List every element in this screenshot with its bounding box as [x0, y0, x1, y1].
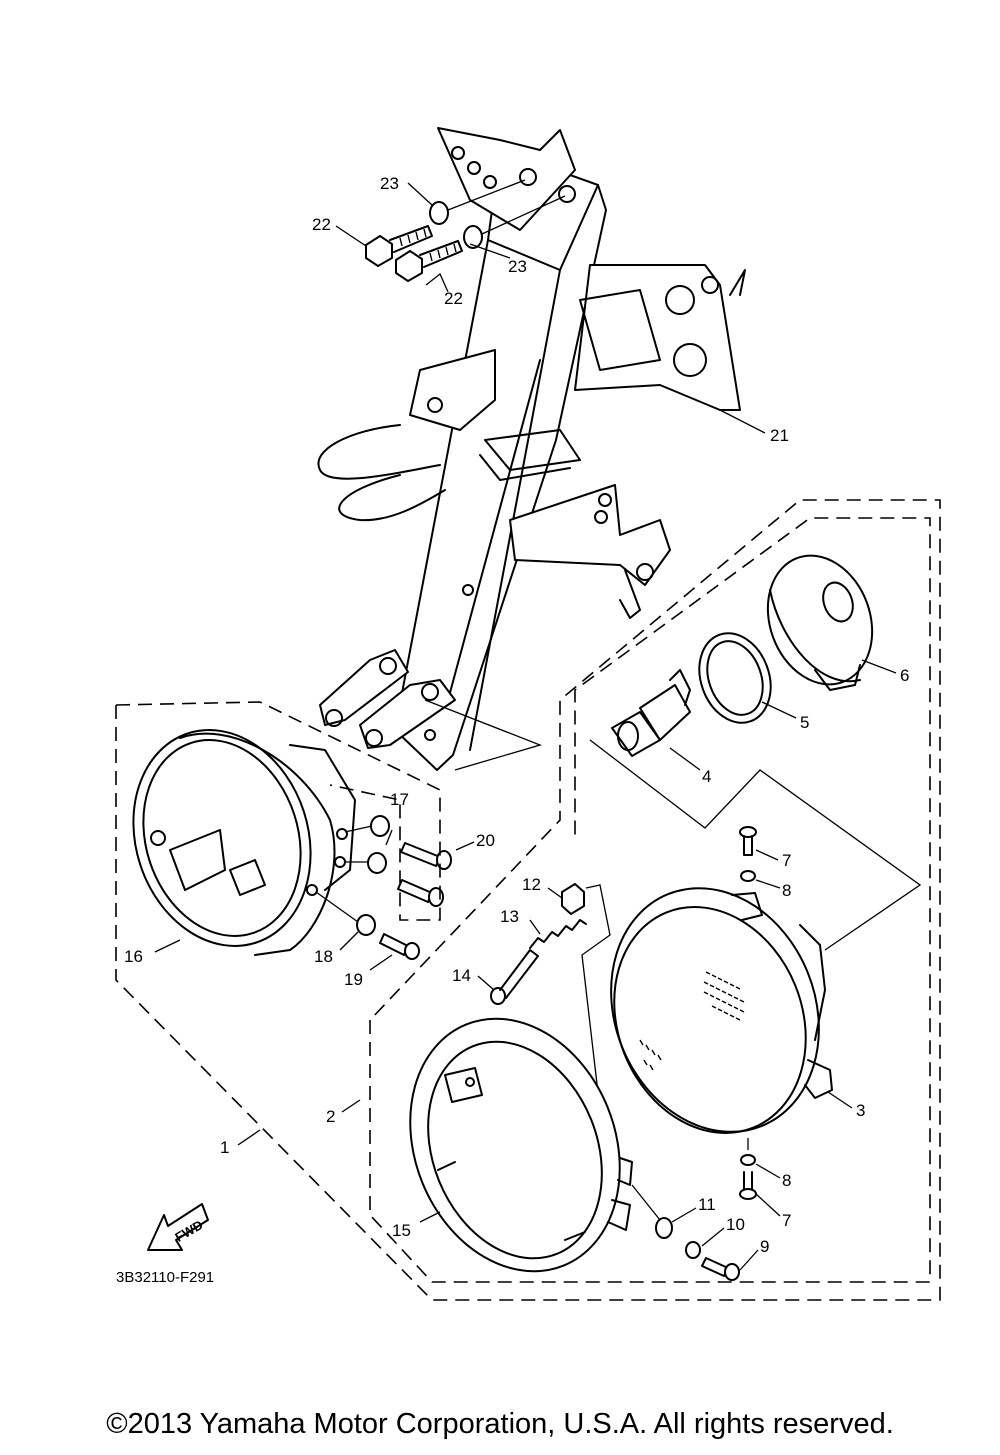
- callout-4: 4: [702, 767, 711, 786]
- callout-23-lower: 23: [508, 257, 527, 276]
- assembly-outline-2: [369, 517, 931, 1283]
- collar-17-upper: [370, 815, 390, 837]
- callout-18: 18: [314, 947, 333, 966]
- screw-14: [490, 949, 539, 1005]
- callout-11: 11: [698, 1195, 716, 1214]
- spring-13: [529, 919, 587, 949]
- callout-5: 5: [800, 713, 809, 732]
- callout-22-upper: 22: [312, 215, 331, 234]
- callout-17: 17: [390, 790, 409, 809]
- screw-19: [379, 933, 420, 960]
- callout-20: 20: [476, 831, 495, 850]
- assembly-outline-1: [115, 499, 941, 1301]
- bolt-22-lower: [395, 240, 463, 282]
- collar-18: [356, 914, 376, 936]
- callout-leaders: [154, 182, 897, 1271]
- callout-3: 3: [856, 1101, 865, 1120]
- screw-7-upper: [739, 826, 757, 856]
- callout-6: 6: [900, 666, 909, 685]
- callout-9: 9: [760, 1237, 769, 1256]
- headlight-unit-3: [610, 887, 833, 1134]
- callout-14: 14: [452, 966, 471, 985]
- callout-8-lower: 8: [782, 1171, 791, 1190]
- screw-7-lower: [739, 1171, 757, 1200]
- callout-15: 15: [392, 1221, 411, 1240]
- collar-17-lower: [367, 852, 387, 874]
- headlight-rim-15: [409, 1017, 633, 1273]
- drawing-code: 3B32110-F291: [116, 1269, 214, 1286]
- nut-12: [561, 883, 585, 915]
- callout-10: 10: [726, 1215, 745, 1234]
- callout-16: 16: [124, 947, 143, 966]
- callout-21: 21: [770, 426, 789, 445]
- callout-7-lower: 7: [782, 1211, 791, 1230]
- callout-1: 1: [220, 1138, 229, 1157]
- callout-7-upper: 7: [782, 851, 791, 870]
- bolt-20-upper: [400, 842, 452, 870]
- callout-22-lower: 22: [444, 289, 463, 308]
- washer-11: [655, 1217, 673, 1239]
- callout-2: 2: [326, 1107, 335, 1126]
- callout-19: 19: [344, 970, 363, 989]
- callout-23-upper: 23: [380, 174, 399, 193]
- fwd-arrow: FWD: [147, 1203, 209, 1251]
- dust-cover-6: [766, 554, 874, 691]
- callout-13: 13: [500, 907, 519, 926]
- callout-labels: 1 2 3 4 5 6 7 7 8 8 9 10 11 12 13 14 15 …: [124, 174, 909, 1256]
- callout-8-upper: 8: [782, 881, 791, 900]
- washer-8-lower: [740, 1154, 756, 1166]
- bulb-4: [611, 669, 691, 757]
- headlight-stay-bracket: [317, 127, 746, 771]
- callout-12: 12: [522, 875, 541, 894]
- copyright-notice: ©2013 Yamaha Motor Corporation, U.S.A. A…: [106, 1408, 894, 1440]
- washer-10: [685, 1241, 701, 1259]
- bolt-20-lower: [397, 879, 444, 907]
- washer-23-lower: [463, 225, 483, 249]
- screw-9: [701, 1257, 740, 1281]
- headlight-housing-16: [132, 729, 356, 956]
- washer-8-upper: [740, 870, 756, 882]
- bolt-22-upper: [365, 225, 433, 267]
- socket-ring-5: [698, 632, 772, 724]
- bulb-assembly-leader: [589, 739, 922, 951]
- washer-23-upper: [429, 201, 449, 225]
